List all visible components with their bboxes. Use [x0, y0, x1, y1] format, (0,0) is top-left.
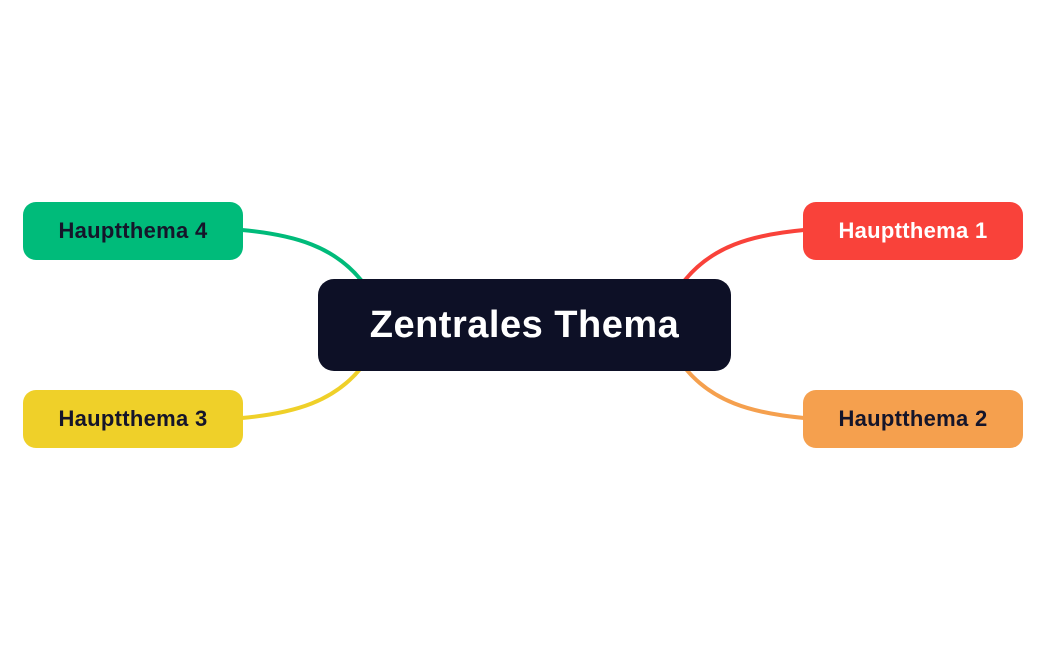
- branch-node-hauptthema-4[interactable]: Hauptthema 4: [23, 202, 243, 260]
- branch-node-hauptthema-1[interactable]: Hauptthema 1: [803, 202, 1023, 260]
- branch-node-hauptthema-2[interactable]: Hauptthema 2: [803, 390, 1023, 448]
- branch-node-label: Hauptthema 3: [58, 406, 208, 431]
- connector-hauptthema-4: [240, 228, 363, 282]
- central-topic-label: Zentrales Thema: [369, 303, 680, 346]
- branch-node-label: Hauptthema 2: [838, 406, 988, 431]
- connector-hauptthema-3: [240, 366, 363, 420]
- connector-hauptthema-1: [683, 228, 806, 282]
- branch-node-hauptthema-3[interactable]: Hauptthema 3: [23, 390, 243, 448]
- branch-node-label: Hauptthema 1: [838, 218, 988, 243]
- connector-hauptthema-2: [683, 366, 806, 420]
- branch-node-label: Hauptthema 4: [58, 218, 208, 243]
- central-topic-node[interactable]: Zentrales Thema: [318, 279, 731, 371]
